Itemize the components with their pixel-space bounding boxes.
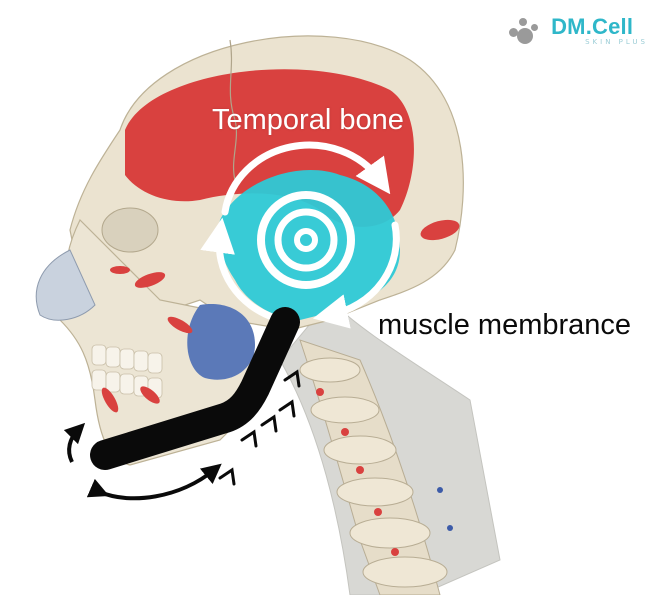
- jaw-arc-arrow: [86, 463, 222, 501]
- massage-device: [90, 307, 300, 470]
- temporal-bone-label: Temporal bone: [212, 104, 404, 136]
- logo-name: DM.Cell: [551, 14, 634, 39]
- nose-cartilage: [35, 249, 96, 321]
- logo-dots-icon: [505, 14, 545, 48]
- dm-cell-logo: DM.Cell SKIN PLUS: [505, 14, 648, 48]
- motion-chevrons: [218, 369, 301, 486]
- logo-subtitle: SKIN PLUS: [585, 38, 648, 46]
- facial-muscle-marks: [101, 219, 460, 413]
- muscle-membrance-label: muscle membrance: [378, 309, 632, 341]
- cervical-spine: [299, 339, 453, 595]
- teeth: [91, 344, 163, 399]
- target-rings: [257, 191, 355, 289]
- masseter-muscle: [187, 304, 255, 380]
- rotation-arrows: [200, 141, 400, 329]
- chin-curve-arrow: [63, 422, 86, 463]
